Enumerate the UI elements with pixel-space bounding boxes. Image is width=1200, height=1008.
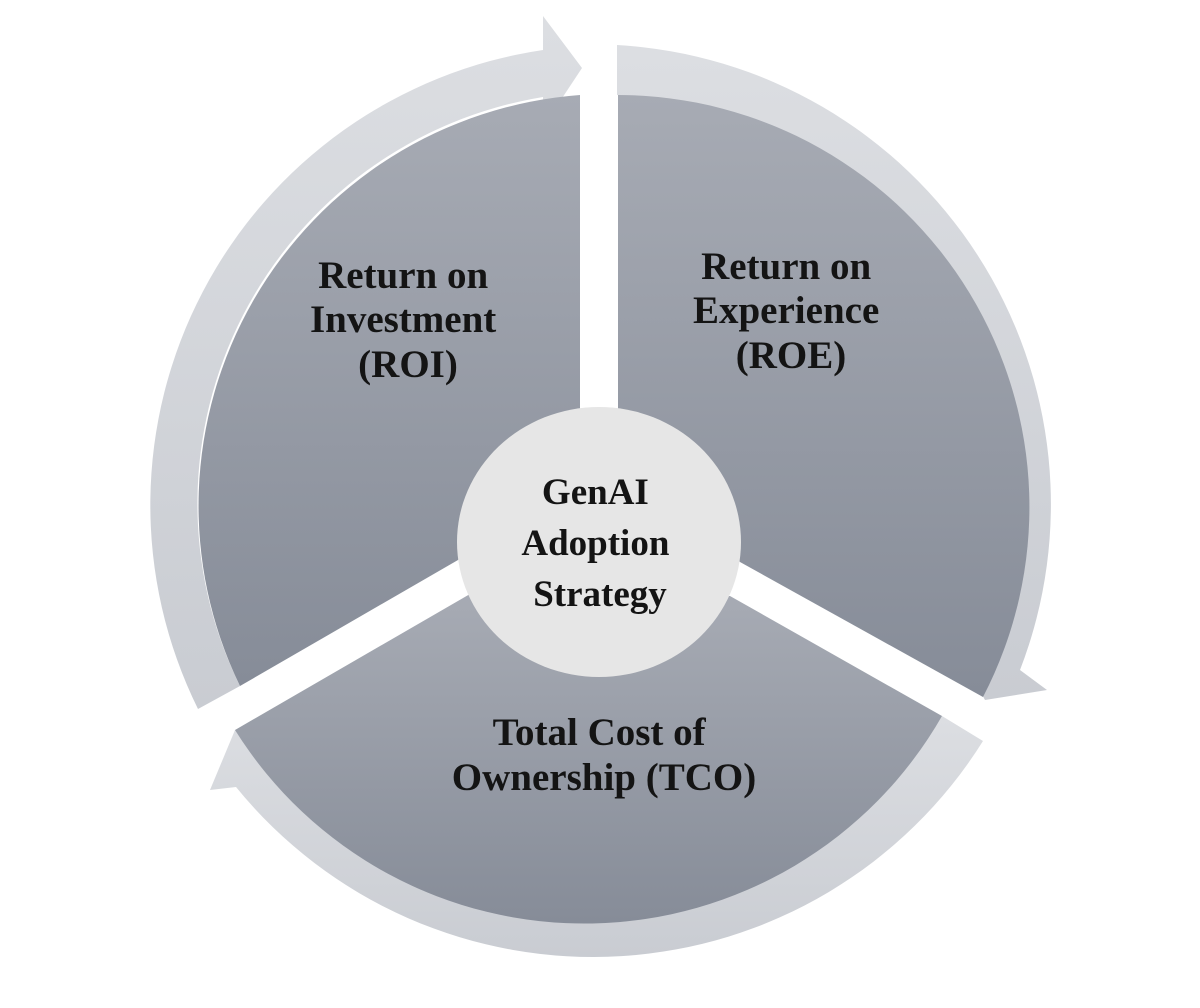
cycle-arrows: [150, 16, 1051, 957]
segment-label-tco: Total Cost of Ownership (TCO): [452, 711, 756, 799]
segment-label-roe: Return on Experience (ROE): [693, 245, 889, 377]
segment-label-roe-line-3: (ROE): [736, 334, 847, 377]
arrow-roe-to-tco: [617, 45, 1051, 700]
center-label-line-3: Strategy: [533, 574, 667, 615]
center-label-line-2: Adoption: [521, 523, 669, 564]
segment-roi: [198, 95, 580, 686]
arrow-roi-to-roe: [150, 16, 582, 709]
segment-tco: [235, 594, 942, 924]
segment-label-roi-line-1: Return on: [318, 254, 488, 297]
center-label: GenAI Adoption Strategy: [521, 472, 678, 615]
segment-label-tco-line-1: Total Cost of: [493, 711, 707, 754]
segment-label-roe-line-1: Return on: [701, 245, 871, 288]
center-circle: [457, 407, 741, 677]
segment-label-roe-line-2: Experience: [693, 289, 879, 332]
arrow-tco-to-roi: [210, 716, 983, 957]
segment-roe: [618, 95, 1030, 697]
segment-label-tco-line-2: Ownership (TCO): [452, 756, 756, 799]
segments: [198, 95, 1030, 924]
center-label-line-1: GenAI: [542, 472, 649, 513]
segment-label-roi: Return on Investment (ROI): [310, 254, 506, 386]
segment-label-roi-line-3: (ROI): [358, 343, 458, 386]
segment-label-roi-line-2: Investment: [310, 298, 496, 341]
